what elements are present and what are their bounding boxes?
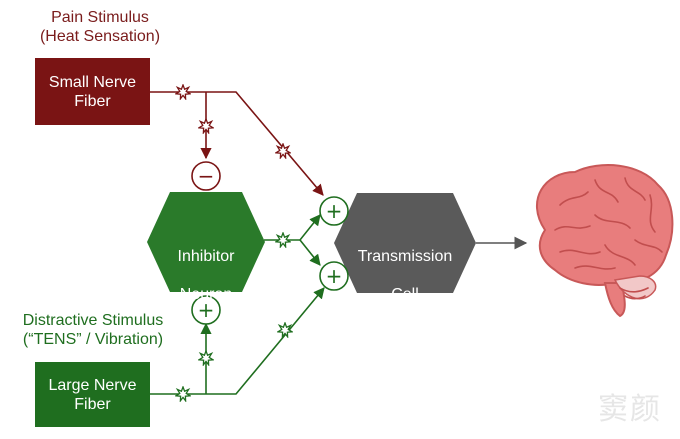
small-nerve-fiber-box: Small Nerve Fiber bbox=[35, 58, 150, 125]
transmission-line2: Cell bbox=[391, 286, 419, 303]
distractive-stimulus-label: Distractive Stimulus (“TENS” / Vibration… bbox=[8, 311, 178, 349]
inhibitor-neuron-label: Inhibitor Neuron bbox=[166, 228, 246, 323]
plus-sign-inhibitor: + bbox=[191, 295, 221, 325]
synapse-icon bbox=[175, 84, 191, 100]
watermark: 窦颜 bbox=[598, 392, 662, 427]
brain-icon bbox=[535, 164, 674, 318]
pain-stimulus-line1: Pain Stimulus bbox=[51, 9, 149, 26]
inhibitor-line1: Inhibitor bbox=[177, 248, 235, 265]
distractive-line1: Distractive Stimulus bbox=[22, 312, 164, 329]
svg-text:+: + bbox=[198, 298, 215, 322]
svg-text:−: − bbox=[198, 164, 215, 188]
synapse-icon bbox=[275, 143, 291, 159]
svg-text:+: + bbox=[326, 199, 343, 223]
small-fiber-line1: Small Nerve bbox=[48, 73, 137, 91]
pain-stimulus-label: Pain Stimulus (Heat Sensation) bbox=[20, 8, 180, 46]
synapse-icon bbox=[175, 386, 191, 402]
inhibitor-neuron-hexagon bbox=[147, 192, 265, 292]
small-fiber-synapse-icons bbox=[175, 84, 291, 159]
plus-sign-lower: + bbox=[319, 261, 349, 291]
pain-stimulus-line2: (Heat Sensation) bbox=[39, 28, 161, 45]
transmission-line1: Transmission bbox=[357, 248, 453, 265]
synapse-icon bbox=[275, 232, 291, 248]
distractive-line2: (“TENS” / Vibration) bbox=[22, 331, 164, 348]
small-fiber-pathways bbox=[150, 91, 324, 196]
inhibitor-line2: Neuron bbox=[179, 286, 233, 303]
transmission-cell-hexagon bbox=[334, 193, 476, 293]
large-fiber-line1: Large Nerve bbox=[48, 376, 137, 394]
large-fiber-line2: Fiber bbox=[74, 395, 111, 413]
svg-text:+: + bbox=[326, 264, 343, 288]
transmission-cell-label: Transmission Cell bbox=[350, 228, 460, 323]
small-fiber-line2: Fiber bbox=[74, 92, 111, 110]
large-nerve-fiber-box: Large Nerve Fiber bbox=[35, 362, 150, 427]
minus-sign: − bbox=[191, 161, 221, 191]
plus-sign-upper: + bbox=[319, 196, 349, 226]
